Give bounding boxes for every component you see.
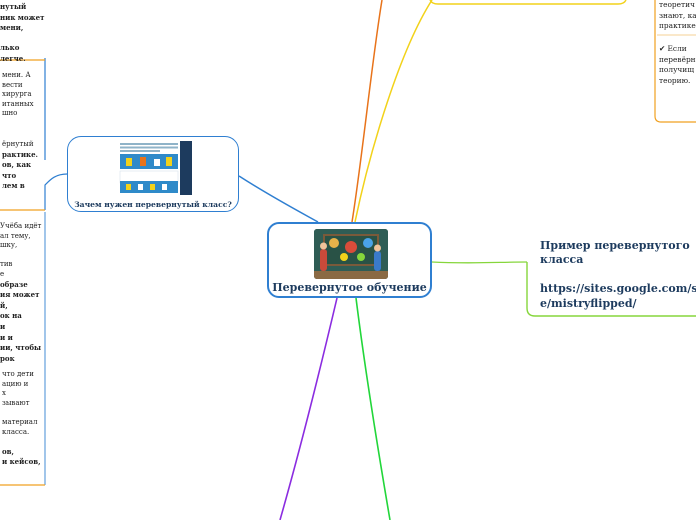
left-top-line-0: нутый — [0, 2, 27, 11]
left-low-line-10: и — [0, 321, 6, 331]
left-bottom-line-5: материал — [2, 417, 38, 426]
right-text-top: теоретич знают, ка практике — [659, 0, 696, 32]
connector-to-why — [238, 175, 319, 223]
right-text-bracket — [654, 0, 696, 123]
left-low-line-8: й, — [0, 300, 8, 310]
left-bottom-line-1: ацию и — [2, 379, 29, 388]
left-bottom-line-9: и кейсов, — [2, 457, 41, 467]
right-top-line-2: практике — [659, 21, 696, 31]
left-bottom-line-3: зывают — [2, 398, 30, 407]
left-mid-line-1: вести — [2, 80, 23, 89]
left-low-line-0: Учёба идёт — [0, 222, 42, 230]
connector-green-down — [355, 297, 391, 520]
left-mid2-line-3: что — [2, 170, 17, 180]
right-check-line-1: перевёрн — [659, 54, 696, 64]
left-bottom-line-0: что дети — [2, 370, 34, 378]
right-top-line-1: знают, ка — [659, 10, 696, 20]
left-text-bottom: что дети ацию и х зывают материал класса… — [2, 370, 41, 468]
left-low-line-12: ии, чтобы — [0, 343, 42, 353]
example-flipped-class-node[interactable]: Пример перевернутого класса https://site… — [540, 239, 696, 311]
left-low-line-2: шку, — [0, 241, 18, 250]
left-text-top: нутый ник может мени, лько легче. — [0, 2, 44, 65]
central-topic-node[interactable]: Перевернутое обучение — [267, 222, 432, 298]
left-text-low: Учёба идёт ал тему, шку, тив е образе ия… — [0, 222, 41, 364]
advantages-infographic-image — [118, 141, 192, 195]
left-text-mid: мени. А вести хирурга итанных шно — [2, 71, 34, 119]
central-topic-title: Перевернутое обучение — [272, 281, 427, 294]
left-bottom-line-6: класса. — [2, 427, 30, 436]
right-top-line-0: теоретич — [659, 0, 695, 9]
left-bottom-line-8: ов, — [2, 446, 14, 456]
connector-purple-down — [279, 297, 338, 520]
example-node-outline — [526, 262, 696, 317]
right-check-line-2: получищ — [659, 65, 695, 75]
left-text-mid2: ёрнутый рактике. ов, как что лем в — [2, 140, 38, 192]
left-mid2-line-0: ёрнутый — [2, 140, 34, 148]
left-top-line-5: легче. — [0, 53, 26, 63]
left-top-line-4: лько — [0, 43, 20, 53]
left-low-line-6: образе — [0, 279, 28, 289]
example-node-link[interactable]: https://sites.google.com/site/mistryflip… — [540, 282, 696, 310]
connector-to-example — [431, 261, 528, 264]
left-low-line-13: рок — [0, 353, 15, 363]
connector-yellow-up — [354, 0, 433, 223]
example-node-title: Пример перевернутого класса — [540, 239, 690, 266]
right-check-line-3: теорию. — [659, 75, 691, 85]
classroom-illustration-image — [314, 229, 388, 279]
why-node-title: Зачем нужен перевернутый класс? — [74, 200, 232, 209]
left-low-line-7: ия может — [0, 290, 40, 300]
left-mid-line-4: шно — [2, 109, 18, 118]
left-spine — [44, 173, 68, 210]
left-mid-line-0: мени. А — [2, 71, 31, 79]
right-text-check: ✔ Если перевёрн получищ теорию. — [659, 44, 696, 86]
left-top-line-2: мени, — [0, 23, 24, 33]
left-top-line-1: ник может — [0, 12, 45, 22]
left-low-line-9: ок на — [0, 311, 22, 321]
right-check-line-0: ✔ Если — [659, 44, 687, 53]
left-mid-line-3: итанных — [2, 99, 34, 108]
left-low-line-11: и и — [0, 332, 13, 342]
left-mid-line-2: хирурга — [2, 90, 32, 99]
left-bottom-line-2: х — [2, 389, 6, 398]
top-right-node-edge — [429, 0, 627, 5]
left-low-line-4: тив — [0, 260, 13, 269]
left-mid2-line-4: лем в — [2, 181, 25, 191]
connector-orange-up — [351, 0, 383, 223]
left-mid2-line-2: ов, как — [2, 160, 32, 170]
why-flipped-class-node[interactable]: Зачем нужен перевернутый класс? — [67, 136, 239, 212]
left-low-line-5: е — [0, 269, 5, 278]
left-mid2-line-1: рактике. — [2, 149, 38, 159]
left-low-line-1: ал тему, — [0, 231, 31, 240]
